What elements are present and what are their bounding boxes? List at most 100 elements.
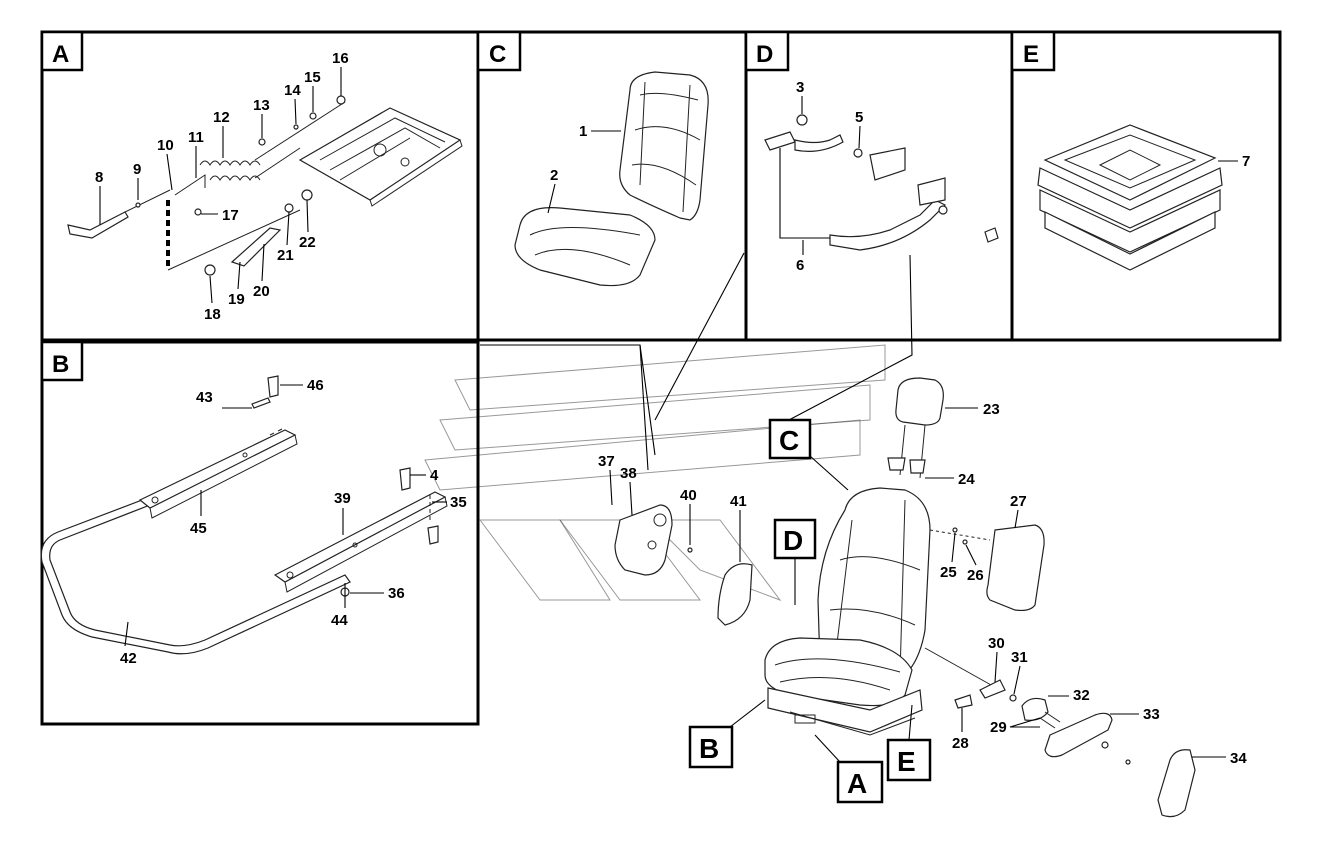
label-39: 39 (334, 490, 351, 507)
label-8: 8 (95, 169, 103, 186)
side-panel-27 (986, 524, 1045, 612)
label-44: 44 (331, 612, 348, 629)
panel-label-d: D (756, 41, 773, 68)
callout-b: B (688, 699, 766, 769)
label-14: 14 (284, 82, 301, 99)
cap-28 (954, 694, 973, 709)
bellows-fold-2 (1039, 189, 1221, 253)
watermark (424, 344, 886, 602)
belt-strap-lower (829, 199, 947, 251)
callout-e: E (886, 704, 932, 782)
label-3: 3 (796, 79, 804, 96)
bracket-plate (869, 147, 906, 181)
spring-lower (209, 175, 261, 181)
label-16: 16 (332, 50, 349, 67)
label-25: 25 (940, 564, 957, 581)
svg-text:A: A (847, 768, 867, 799)
seat-cushion-2 (514, 207, 656, 287)
bellows-top (1043, 124, 1217, 201)
bolt-4 (399, 467, 411, 491)
svg-text:C: C (779, 425, 799, 456)
label-17: 17 (222, 207, 239, 224)
callout-c: C (768, 418, 849, 491)
spring-12 (199, 160, 261, 166)
panel-label-e: E (1023, 41, 1039, 68)
bar-42 (40, 496, 351, 655)
lever-8 (67, 211, 129, 239)
clip-30 (979, 679, 1006, 699)
label-40: 40 (680, 487, 697, 504)
label-18: 18 (204, 306, 221, 323)
main-labels: 23 24 25 26 27 28 29 30 31 32 33 34 37 3… (598, 401, 1247, 767)
anchor-plate (917, 177, 946, 206)
label-32: 32 (1073, 687, 1090, 704)
belt-strap-upper (794, 134, 844, 152)
svg-text:D: D (783, 525, 803, 556)
washer-31 (1009, 694, 1017, 702)
panel-c-parts (514, 71, 709, 287)
armrest-cover-34 (1157, 749, 1196, 818)
panel-d-frame: D (744, 30, 1014, 342)
seat-base (767, 687, 923, 733)
label-6: 6 (796, 257, 804, 274)
panel-e-labels: 7 (1218, 153, 1250, 170)
base-plate (298, 107, 462, 201)
label-37: 37 (598, 453, 615, 470)
rail-45 (138, 429, 297, 509)
svg-text:E: E (897, 746, 916, 777)
label-41: 41 (730, 493, 747, 510)
pin-43 (251, 397, 271, 409)
label-28: 28 (952, 735, 969, 752)
label-13: 13 (253, 97, 270, 114)
handle-20 (230, 227, 282, 267)
label-23: 23 (983, 401, 1000, 418)
backrest-1 (619, 71, 709, 221)
panel-e-frame: E (1010, 30, 1282, 342)
buckle (764, 131, 796, 151)
label-38: 38 (620, 465, 637, 482)
callout-d: D (773, 518, 817, 605)
panel-b-parts (40, 375, 448, 655)
label-34: 34 (1230, 750, 1247, 767)
label-24: 24 (958, 471, 975, 488)
panel-e-parts (1037, 124, 1223, 271)
bellows-fold-3 (1044, 211, 1216, 271)
label-1: 1 (579, 123, 587, 140)
label-27: 27 (1010, 493, 1027, 510)
label-15: 15 (304, 69, 321, 86)
label-33: 33 (1143, 706, 1160, 723)
bellows-fold-1 (1037, 167, 1223, 229)
label-12: 12 (213, 109, 230, 126)
label-10: 10 (157, 137, 174, 154)
label-5: 5 (855, 109, 863, 126)
label-42: 42 (120, 650, 137, 667)
label-45: 45 (190, 520, 207, 537)
svg-text:B: B (699, 733, 719, 764)
panel-a-parts (67, 95, 463, 276)
panel-d-parts (764, 114, 999, 251)
label-22: 22 (299, 234, 316, 251)
headrest-23 (895, 377, 944, 426)
label-2: 2 (550, 167, 558, 184)
panel-d-labels: 3 5 6 (796, 79, 863, 274)
callout-a: A (814, 734, 884, 804)
belt-bolt (984, 227, 999, 243)
label-11: 11 (188, 129, 204, 146)
panel-c-labels: 1 2 (547, 123, 621, 214)
screw-35 (427, 525, 439, 545)
label-7: 7 (1242, 153, 1250, 170)
nut-5 (853, 148, 863, 158)
bolt-46 (267, 375, 279, 398)
panel-a-labels: 8 9 10 11 12 13 14 15 16 17 18 19 20 21 … (95, 50, 349, 323)
label-35: 35 (450, 494, 467, 511)
panel-b-labels: 42 43 44 45 46 4 35 36 39 (120, 377, 467, 667)
bracket-32 (1021, 697, 1049, 721)
panel-label-a: A (52, 41, 69, 68)
bolt-3 (796, 114, 808, 126)
label-31: 31 (1011, 649, 1028, 666)
rail-39 (273, 491, 447, 583)
label-46: 46 (307, 377, 324, 394)
label-21: 21 (277, 247, 294, 264)
panel-label-b: B (52, 351, 69, 378)
